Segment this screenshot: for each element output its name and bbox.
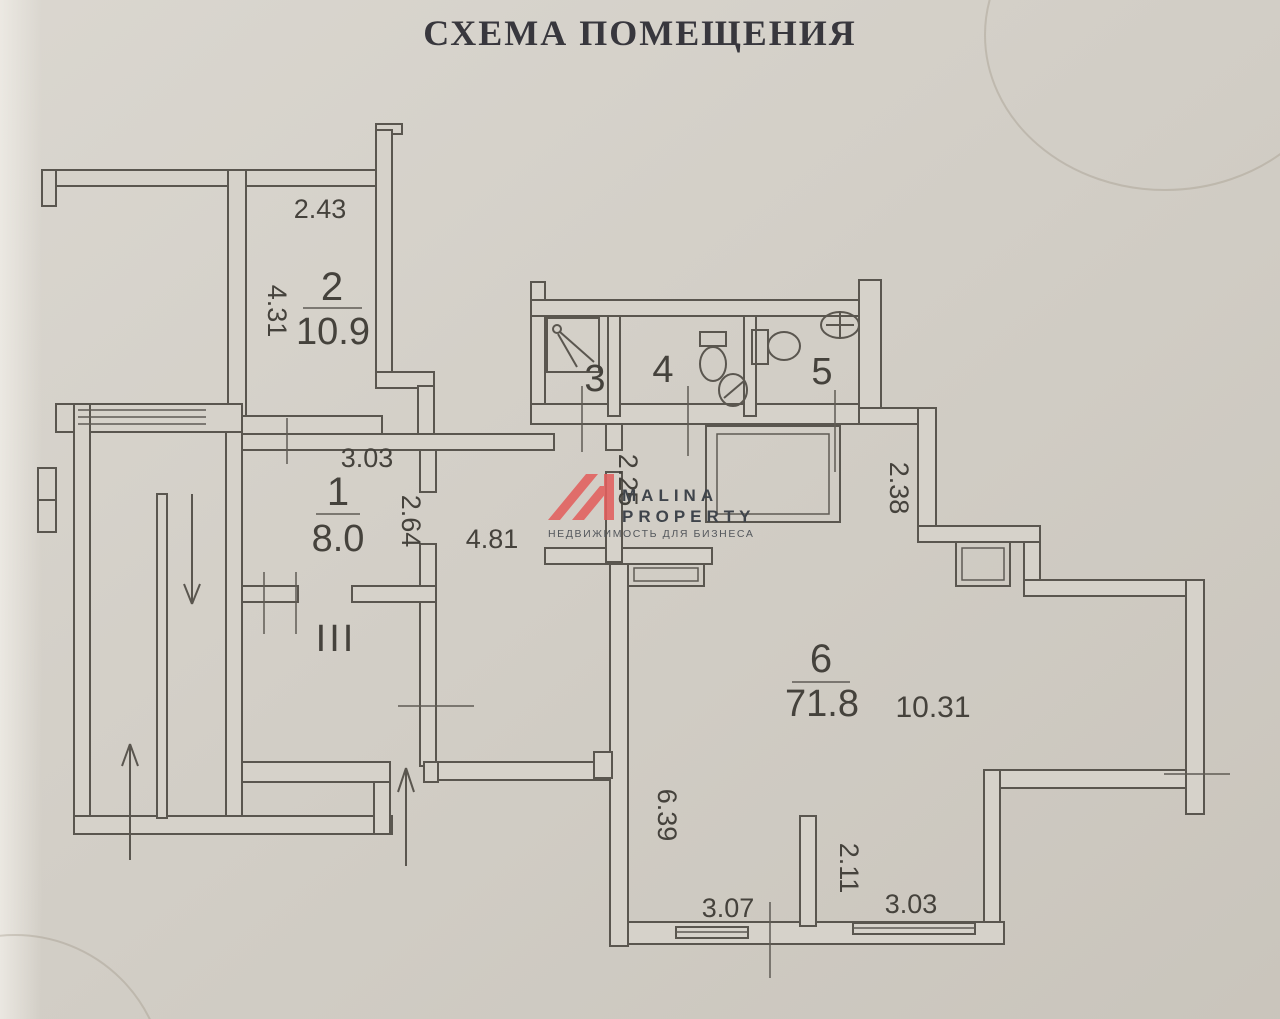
wall-segment bbox=[605, 423, 623, 451]
wall-segment bbox=[419, 449, 437, 493]
wall-segment bbox=[375, 129, 393, 379]
corridor-dim-length: 4.81 bbox=[466, 524, 519, 554]
wall-segment bbox=[417, 385, 435, 437]
stair-up-arrow-icon bbox=[121, 743, 139, 860]
room6-dim-left: 6.39 bbox=[652, 789, 682, 842]
wall-segment bbox=[225, 431, 243, 817]
stamp-ghost-arc bbox=[984, 0, 1280, 191]
plan-title: СХЕМА ПОМЕЩЕНИЯ bbox=[423, 13, 857, 53]
room1-number: 1 bbox=[327, 470, 349, 514]
wall-segment bbox=[917, 407, 937, 543]
wall-segment bbox=[983, 769, 1001, 933]
entrance-arrow-icon bbox=[397, 767, 415, 866]
room3-number: 3 bbox=[584, 358, 605, 400]
corridor-dim-opening: 2.25 bbox=[613, 454, 643, 507]
watermark-tagline: НЕДВИЖИМОСТЬ ДЛЯ БИЗНЕСА bbox=[548, 528, 754, 540]
wall-segment bbox=[241, 585, 299, 603]
window bbox=[961, 547, 1005, 581]
wall-segment bbox=[227, 415, 383, 435]
wall-segment bbox=[607, 315, 621, 417]
wall-segment bbox=[799, 815, 817, 927]
watermark-brand-line1: MALINA bbox=[622, 486, 718, 505]
toilet-icon bbox=[699, 331, 727, 382]
direction-arrows bbox=[121, 494, 415, 866]
wall-segment bbox=[227, 169, 383, 187]
wall-segment bbox=[227, 169, 247, 435]
room1-dim-width: 3.03 bbox=[341, 443, 394, 473]
opening-ticks bbox=[263, 386, 1230, 978]
room1-area: 8.0 bbox=[312, 518, 365, 560]
room2-area: 10.9 bbox=[296, 311, 370, 353]
hall-number: III bbox=[316, 618, 357, 660]
vent-shaft bbox=[716, 433, 830, 515]
paper-corner-arc bbox=[0, 934, 151, 1019]
wall-segment bbox=[41, 169, 235, 187]
wall-segment bbox=[530, 299, 866, 317]
watermark-brand-line2: PROPERTY bbox=[622, 507, 756, 526]
watermark: MALINA PROPERTY НЕДВИЖИМОСТЬ ДЛЯ БИЗНЕСА bbox=[548, 474, 756, 540]
room6-dim-stub: 2.11 bbox=[834, 843, 864, 894]
wall-segment bbox=[73, 403, 91, 835]
room2-dim-height: 4.31 bbox=[262, 285, 292, 338]
vent-shaft bbox=[705, 425, 841, 523]
room6-dim-window-right: 3.03 bbox=[885, 889, 938, 919]
wall-segment bbox=[423, 761, 439, 783]
wall-segment bbox=[437, 761, 613, 781]
room2-dim-width: 2.43 bbox=[294, 194, 347, 224]
paper-left-edge-light bbox=[0, 0, 42, 1019]
shower-icon bbox=[546, 317, 600, 373]
room6-dim-right: 2.38 bbox=[884, 462, 914, 515]
wall-segment bbox=[241, 761, 391, 783]
wall-segment bbox=[544, 547, 713, 565]
wall-segment bbox=[917, 525, 1041, 543]
corridor-dim-depth: 2.64 bbox=[396, 495, 426, 548]
room6-dim-width: 10.31 bbox=[895, 691, 970, 724]
wall-segment bbox=[375, 371, 435, 389]
wall-segment bbox=[373, 781, 391, 835]
wall-segment bbox=[419, 601, 437, 767]
room2-number: 2 bbox=[321, 265, 343, 309]
radiator bbox=[37, 499, 57, 533]
sink-icon bbox=[820, 311, 860, 339]
plumbing-fixtures bbox=[546, 311, 860, 407]
windows-and-builtins bbox=[37, 409, 1011, 939]
wall-segment bbox=[983, 769, 1187, 789]
room4-number: 4 bbox=[652, 349, 673, 391]
toilet-icon bbox=[751, 329, 801, 365]
wall-segment bbox=[241, 433, 555, 451]
toilet-icon bbox=[718, 373, 748, 407]
stair-divider bbox=[156, 493, 168, 819]
stair-down-arrow-icon bbox=[183, 494, 201, 605]
wall-segment bbox=[73, 815, 393, 835]
room6-area: 71.8 bbox=[785, 683, 859, 725]
builtin-counter bbox=[627, 563, 705, 587]
wall-segment bbox=[593, 751, 613, 779]
window bbox=[955, 541, 1011, 587]
watermark-logo-icon bbox=[548, 474, 614, 520]
stair-window-hatch bbox=[78, 409, 206, 425]
room6-dim-window-left: 3.07 bbox=[702, 893, 755, 923]
wall-segment bbox=[1023, 579, 1205, 597]
wall-segment bbox=[1185, 579, 1205, 815]
room6-number: 6 bbox=[810, 637, 832, 681]
builtin-counter bbox=[633, 567, 699, 582]
wall-segment bbox=[530, 403, 866, 425]
room5-number: 5 bbox=[811, 351, 832, 393]
wall-segment bbox=[41, 169, 57, 207]
wall-segment bbox=[351, 585, 437, 603]
wall-segment bbox=[858, 279, 882, 425]
